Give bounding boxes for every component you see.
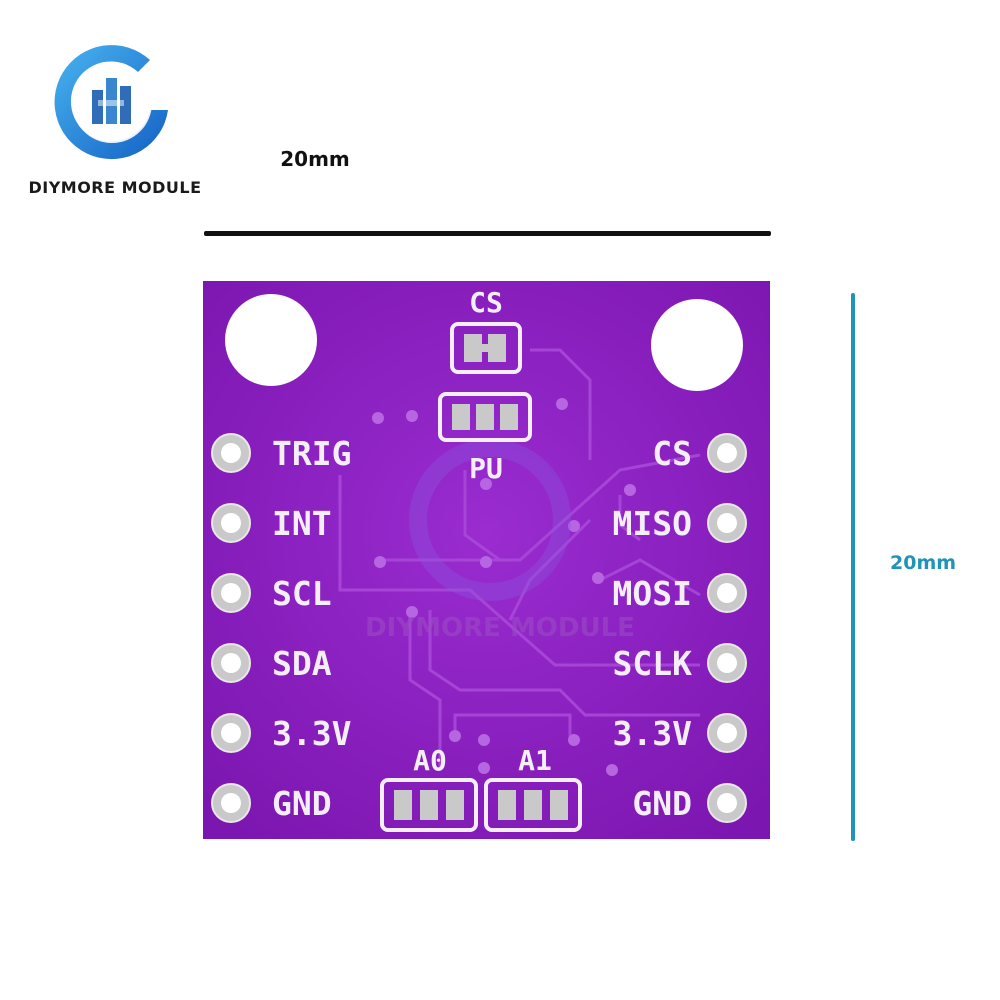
height-dimension-label: 20mm xyxy=(890,552,957,574)
right-pin-mosi-2[interactable]: MOSI xyxy=(613,573,747,613)
left-pin-gnd-5[interactable]: GND xyxy=(211,783,332,823)
a1-jumper[interactable] xyxy=(484,778,582,832)
a1-jumper-label: A1 xyxy=(518,744,552,777)
right-pin-label: 3.3V xyxy=(613,714,692,753)
mounting-hole-left xyxy=(225,294,317,386)
right-pin-33v-4[interactable]: 3.3V xyxy=(613,713,747,753)
a0-jumper[interactable] xyxy=(380,778,478,832)
left-pin-label: 3.3V xyxy=(272,714,351,753)
brand-name: DIYMORE MODULE xyxy=(28,178,202,197)
right-pin-sclk-3[interactable]: SCLK xyxy=(613,643,747,683)
pcb-traces xyxy=(338,348,701,770)
left-pin-label: GND xyxy=(272,784,332,823)
left-pin-33v-4[interactable]: 3.3V xyxy=(211,713,351,753)
left-pin-label: SCL xyxy=(272,574,332,613)
width-dimension-label: 20mm xyxy=(280,147,350,171)
right-pin-miso-1[interactable]: MISO xyxy=(613,503,747,543)
right-pin-label: MISO xyxy=(613,504,692,543)
left-pin-sda-3[interactable]: SDA xyxy=(211,643,332,683)
pullup-jumper[interactable] xyxy=(438,392,532,442)
brand-logo-icon xyxy=(54,45,169,160)
a0-jumper-label: A0 xyxy=(413,744,447,777)
right-pin-gnd-5[interactable]: GND xyxy=(632,783,747,823)
right-pin-label: CS xyxy=(652,434,692,473)
pullup-jumper-label: PU xyxy=(469,452,503,485)
left-pin-int-1[interactable]: INT xyxy=(211,503,332,543)
left-pin-trig-0[interactable]: TRIG xyxy=(211,433,351,473)
left-pin-header: TRIG INT SCL SDA 3.3V GND xyxy=(211,433,351,823)
left-pin-scl-2[interactable]: SCL xyxy=(211,573,332,613)
watermark-logo-icon xyxy=(409,439,571,601)
mounting-hole-right xyxy=(651,299,743,391)
right-pin-label: SCLK xyxy=(613,644,693,683)
left-pin-label: TRIG xyxy=(272,434,351,473)
cs-jumper-label: CS xyxy=(469,286,503,319)
pcb-vias xyxy=(372,398,636,776)
width-dimension-line xyxy=(204,231,771,236)
right-pin-header: CS MISO MOSI SCLK 3.3V GND xyxy=(613,433,747,823)
right-pin-cs-0[interactable]: CS xyxy=(652,433,747,473)
watermark-text: DIYMORE MODULE xyxy=(365,613,635,643)
left-pin-label: INT xyxy=(272,504,332,543)
left-pin-label: SDA xyxy=(272,644,332,683)
cs-jumper[interactable] xyxy=(450,322,522,374)
right-pin-label: MOSI xyxy=(613,574,692,613)
height-dimension-line xyxy=(851,293,855,841)
right-pin-label: GND xyxy=(632,784,692,823)
